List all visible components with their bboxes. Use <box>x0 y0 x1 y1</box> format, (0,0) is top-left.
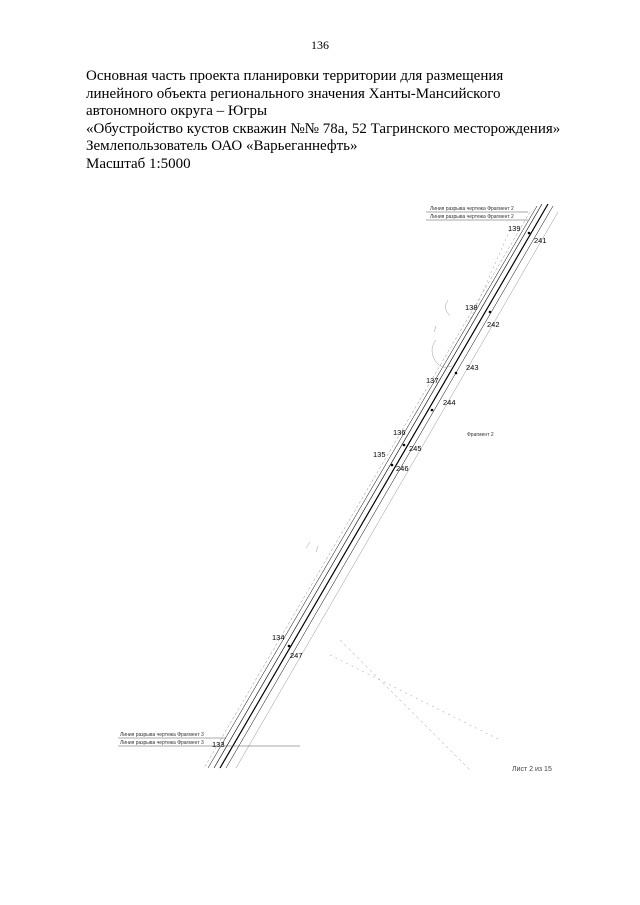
linear-object-corridor <box>203 203 559 769</box>
heading-line-2: линейного объекта регионального значения… <box>86 85 501 102</box>
point-136: 136 <box>393 428 406 437</box>
top-break-label-2: Линия разрыва чертежа Фрагмент 2 <box>430 214 514 220</box>
point-244: 244 <box>443 398 456 407</box>
point-markers <box>287 231 531 648</box>
point-133: 133 <box>212 740 225 749</box>
heading-line-4: «Обустройство кустов скважин №№ 78а, 52 … <box>86 120 561 137</box>
point-134: 134 <box>272 633 285 642</box>
terrain-features <box>305 229 511 771</box>
heading-scale: Масштаб 1:5000 <box>86 155 191 172</box>
page-number: 136 <box>311 38 329 52</box>
point-245: 245 <box>409 444 422 453</box>
point-242: 242 <box>487 320 500 329</box>
point-135: 135 <box>373 450 386 459</box>
bottom-break-label-1: Линия разрыва чертежа Фрагмент 3 <box>120 732 204 738</box>
heading-line-5: Землепользователь ОАО «Варьеганнефть» <box>86 138 358 154</box>
point-247: 247 <box>290 651 303 660</box>
top-break-label-1: Линия разрыва чертежа Фрагмент 2 <box>430 206 514 212</box>
heading-line-3: автономного округа – Югры <box>86 103 268 119</box>
point-139: 139 <box>508 224 521 233</box>
heading-line-1: Основная часть проекта планировки террит… <box>86 68 504 84</box>
point-246: 246 <box>396 464 409 473</box>
point-243: 243 <box>466 363 479 372</box>
sheet-label: Лист 2 из 15 <box>512 766 552 773</box>
point-241: 241 <box>534 236 547 245</box>
point-138: 138 <box>465 303 478 312</box>
bottom-break-label-2: Линия разрыва чертежа Фрагмент 3 <box>120 740 204 746</box>
fragment-label: Фрагмент 2 <box>467 432 494 438</box>
document-heading: Основная часть проекта планировки террит… <box>86 68 606 173</box>
point-137: 137 <box>426 376 439 385</box>
